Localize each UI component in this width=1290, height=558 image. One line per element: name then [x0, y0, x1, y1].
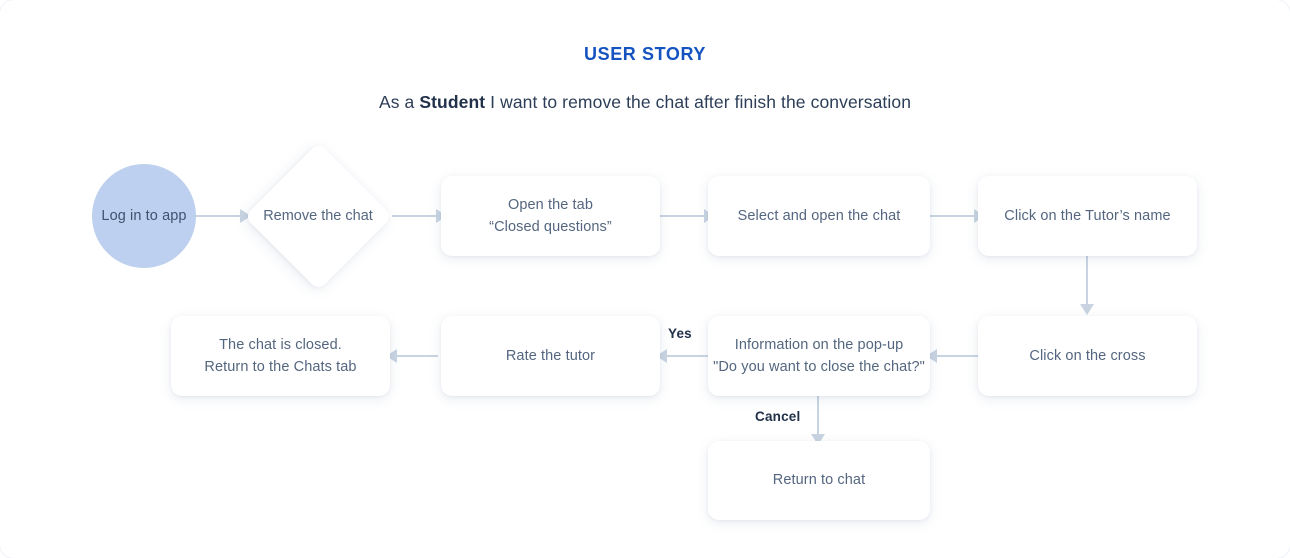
node-click-on-the-cross[interactable]: Click on the cross: [978, 316, 1197, 396]
node-label: Open the tab “Closed questions”: [489, 196, 612, 235]
node-label: Click on the Tutor’s name: [1004, 207, 1171, 224]
user-story-suffix: I want to remove the chat after finish t…: [485, 92, 912, 112]
node-log-in-to-app[interactable]: Log in to app: [92, 164, 196, 268]
node-open-tab-closed-questions[interactable]: Open the tab “Closed questions”: [441, 176, 660, 256]
node-return-to-chat[interactable]: Return to chat: [708, 441, 930, 520]
page-title: USER STORY: [583, 44, 707, 64]
node-remove-the-chat[interactable]: Remove the chat: [243, 141, 393, 291]
node-label: Select and open the chat: [737, 207, 901, 224]
node-chat-is-closed[interactable]: The chat is closed. Return to the Chats …: [171, 316, 390, 396]
user-story-role: Student: [419, 92, 486, 112]
user-story-prefix: As a: [378, 92, 420, 112]
user-story-sentence: As a Student I want to remove the chat a…: [0, 92, 1290, 113]
node-label: Rate the tutor: [505, 347, 596, 364]
edge-label-cancel: Cancel: [755, 409, 801, 424]
node-label: Return to chat: [772, 472, 866, 489]
node-label: Log in to app: [101, 207, 187, 224]
node-label: Remove the chat: [263, 208, 373, 224]
node-rate-the-tutor[interactable]: Rate the tutor: [441, 316, 660, 396]
node-select-and-open-chat[interactable]: Select and open the chat: [708, 176, 930, 256]
node-label: The chat is closed. Return to the Chats …: [204, 336, 357, 375]
node-label: Information on the pop-up "Do you want t…: [713, 336, 925, 375]
edge-label-yes: Yes: [668, 326, 692, 341]
node-popup-information[interactable]: Information on the pop-up "Do you want t…: [708, 316, 930, 396]
node-click-on-tutor-name[interactable]: Click on the Tutor’s name: [978, 176, 1197, 256]
node-label: Click on the cross: [1029, 347, 1146, 364]
